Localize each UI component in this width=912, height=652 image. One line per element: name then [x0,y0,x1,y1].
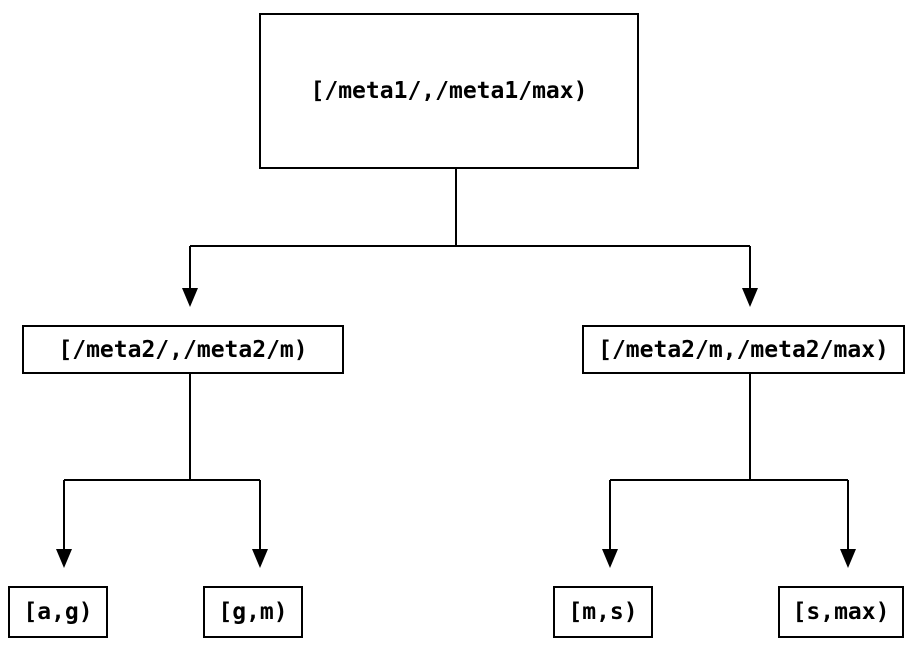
node-label: [/meta1/,/meta1/max) [310,78,588,104]
arrowhead-to-leaf-gm [252,549,268,568]
node-label: [/meta2/,/meta2/m) [58,336,308,363]
node-label: [m,s) [568,599,638,625]
node-label: [s,max) [792,599,890,625]
node-leaf-smax: [s,max) [778,586,904,638]
node-leaf-gm: [g,m) [203,586,303,638]
arrowhead-to-level2-right [742,288,758,307]
node-meta2-upper-range: [/meta2/m,/meta2/max) [582,325,905,374]
node-leaf-ag: [a,g) [8,586,108,638]
arrowhead-to-leaf-smax [840,549,856,568]
node-label: [g,m) [218,599,288,625]
node-label: [a,g) [23,599,93,625]
arrowhead-to-level2-left [182,288,198,307]
arrowhead-to-leaf-ag [56,549,72,568]
node-meta2-lower-range: [/meta2/,/meta2/m) [22,325,344,374]
node-label: [/meta2/m,/meta2/max) [598,336,889,363]
node-root-meta1-range: [/meta1/,/meta1/max) [259,13,639,169]
node-leaf-ms: [m,s) [553,586,653,638]
arrowhead-to-leaf-ms [602,549,618,568]
